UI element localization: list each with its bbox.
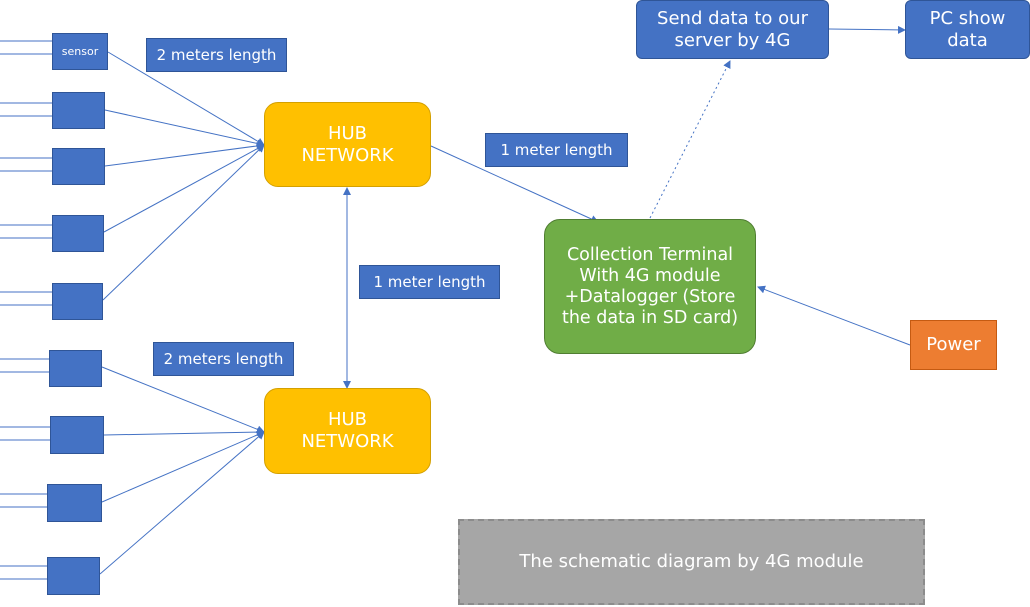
sensor-node: [52, 148, 105, 185]
sensor-to-hub-line: [99, 431, 265, 575]
sensor-to-hub-line: [101, 366, 265, 434]
power-box: Power: [910, 320, 997, 370]
sensor-node: [47, 484, 102, 522]
label-1-meter-hub-terminal: 1 meter length: [485, 133, 628, 167]
sensor-label: sensor: [61, 44, 99, 58]
label-1-meter-hub-hub: 1 meter length: [359, 265, 500, 299]
pc-show-data-box: PC show data: [905, 0, 1030, 59]
sensor-node: [49, 350, 102, 387]
hub-network-top: HUB NETWORK: [264, 102, 431, 187]
sensor-node: [52, 215, 104, 252]
server-to-pc-line: [828, 25, 906, 34]
sensor-to-hub-line: [101, 431, 265, 503]
sensor-to-hub-line: [104, 109, 265, 148]
sensor-node: [52, 92, 105, 129]
collection-terminal: Collection Terminal With 4G module +Data…: [544, 219, 756, 354]
sensor-node: [47, 557, 100, 595]
diagram-caption: The schematic diagram by 4G module: [458, 519, 925, 605]
sensor-to-hub-line: [107, 51, 265, 146]
hub-network-bottom: HUB NETWORK: [264, 388, 431, 474]
label-2-meters-top: 2 meters length: [146, 38, 287, 72]
power-to-terminal-line: [757, 285, 911, 346]
sensor-node: sensor: [52, 33, 108, 70]
sensor-node: [52, 283, 103, 320]
hub-to-terminal-line: [430, 145, 599, 223]
sensor-to-hub-line: [103, 144, 265, 233]
sensor-to-hub-line: [103, 428, 265, 437]
sensor-to-hub-line: [102, 144, 265, 301]
sensor-to-hub-line: [104, 141, 265, 167]
terminal-to-server-line: [649, 60, 731, 219]
label-2-meters-bottom: 2 meters length: [153, 342, 294, 376]
send-data-server-box: Send data to our server by 4G: [636, 0, 829, 59]
sensor-node: [50, 416, 104, 454]
